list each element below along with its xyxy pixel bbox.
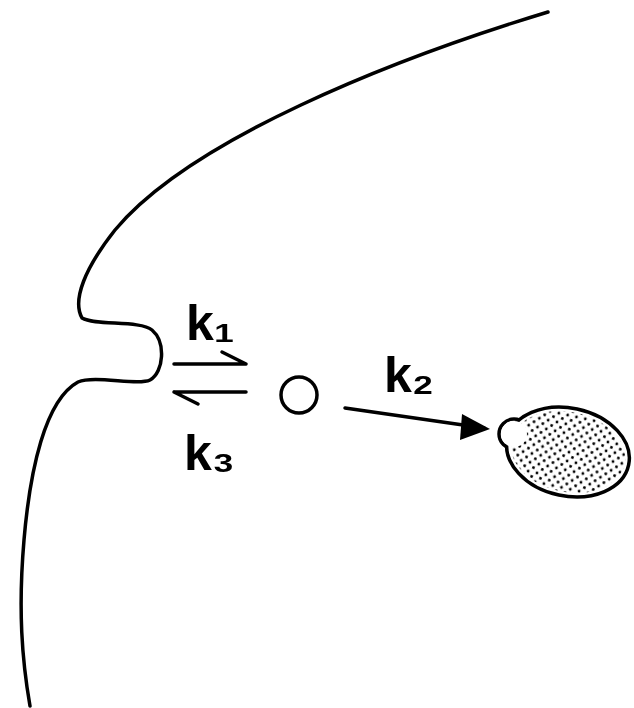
endosome-neck-fill [501,421,527,447]
rate-constant: k₁ [186,298,235,348]
rate-constant: k₂ [384,350,434,400]
endosome-stipple [503,401,633,503]
forward-arrow [174,352,246,364]
reverse-arrow [174,392,246,404]
arrowhead [460,414,490,440]
vesicle [281,377,317,413]
rate-constant: k₃ [184,428,235,478]
cell-membrane [21,12,548,706]
endosome [498,396,634,508]
